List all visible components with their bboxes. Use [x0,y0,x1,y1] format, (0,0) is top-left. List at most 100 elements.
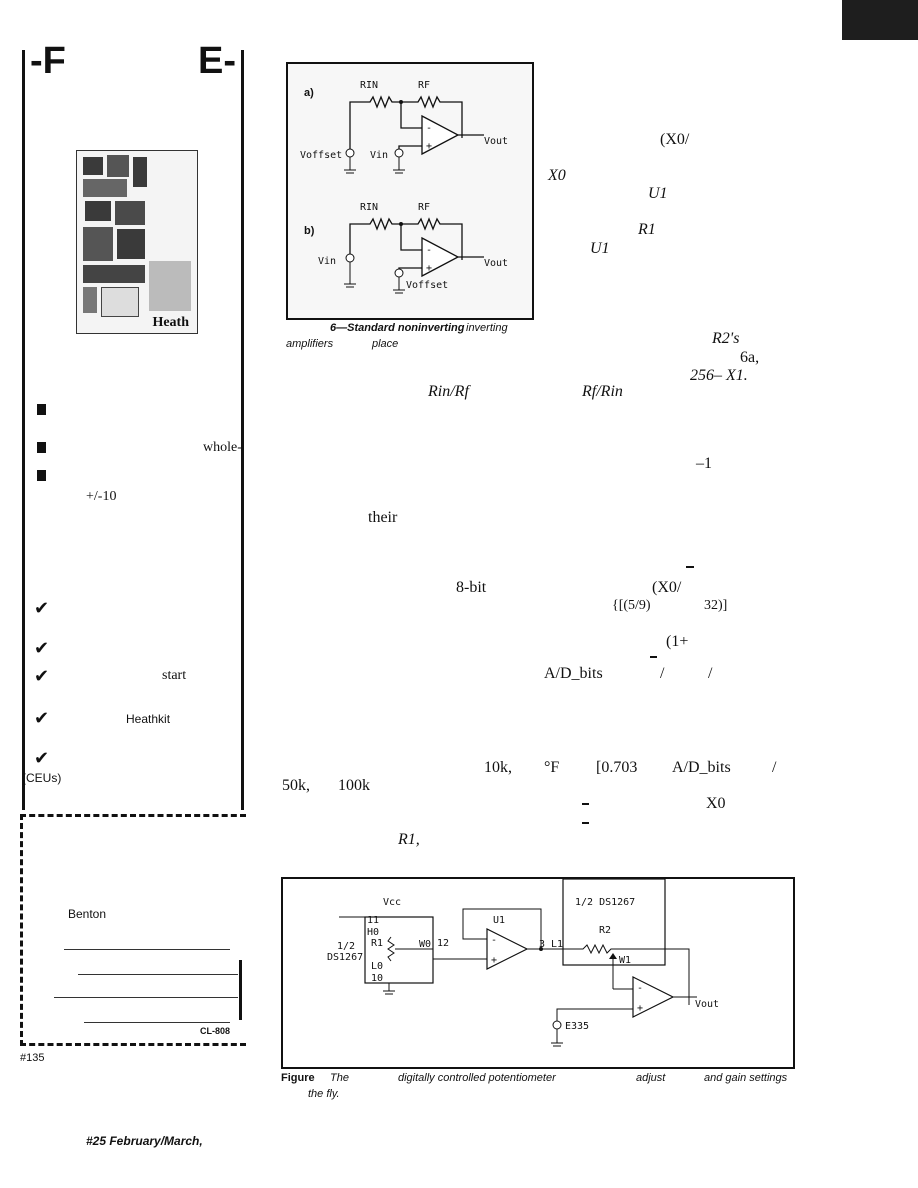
fig6-vin-a: Vin [370,150,388,161]
bullet-icon [37,470,46,481]
text-fragment: A/D_bits [544,665,603,682]
fig7-l1: L1 [551,939,563,950]
fig6-voffset-b: Voffset [406,280,448,291]
ad-border-right [241,50,244,810]
fig7-caption-dcp: digitally controlled potentiometer [398,1072,556,1084]
text-fragment: Rf/Rin [582,383,623,400]
text-fragment: 50k, [282,777,310,794]
text-dash [582,803,589,805]
fig7-caption-fly: the fly. [308,1088,340,1100]
fig7-l0: L0 [371,961,383,972]
text-fragment: X0 [548,167,566,184]
svg-text:+: + [426,263,432,274]
fig7-ic-name: DS1267 [327,952,363,963]
text-fragment: U1 [648,185,668,202]
fig7-caption-adjust: adjust [636,1072,666,1084]
fig6-vout-a: Vout [484,136,508,147]
figure-7: 1/2 DS1267 Vcc 11 H0 R1 1/2 DS1267 W0 12… [281,877,795,1069]
figure-6: a) RIN RF -+ Vout Voffset Vin b) RIN RF … [286,62,534,320]
text-fragment: (X0/ [660,131,690,148]
text-fragment: 8-bit [456,579,487,596]
text-fragment: their [368,509,398,526]
text-fragment: R1 [638,221,656,238]
coupon-field-line[interactable] [54,997,238,998]
fig6-rin-a: RIN [360,80,378,91]
text-dash [686,566,694,568]
coupon-field-line[interactable] [78,974,238,975]
fig7-u1: U1 [493,915,505,926]
corner-mark [842,0,918,40]
ad-text-fragment: (CEUs) [22,771,62,785]
reply-coupon[interactable]: Benton CL-808 [20,814,246,1046]
ad-border-left [22,50,25,810]
text-fragment: {[(5/9) [612,598,651,613]
fig6-rin-b: RIN [360,202,378,213]
text-fragment: [0.703 [596,759,638,776]
ad-text-fragment: start [162,668,187,683]
fig7-caption-fig: Figure [281,1072,315,1084]
coupon-field-line[interactable] [64,949,230,950]
text-fragment: 10k, [484,759,512,776]
fig7-pin12: 12 [437,938,449,949]
ad-title-right: E- [198,40,236,82]
fig6-rf-b: RF [418,202,430,213]
fig7-pin3: 3 [539,939,545,950]
text-fragment: / [772,759,777,776]
catalog-image: Heath [76,150,198,334]
svg-text:-: - [637,983,643,994]
checkmark-icon: ✔ [34,748,50,769]
checkmark-icon: ✔ [34,666,50,687]
text-fragment: R1, [398,831,420,848]
text-fragment: 100k [338,777,370,794]
text-fragment: / [708,665,713,682]
issue-footer: #25 February/March, [86,1134,203,1148]
fig6-vout-b: Vout [484,258,508,269]
fig6-vin-b: Vin [318,256,336,267]
fig7-caption-gain: and gain settings [704,1072,788,1084]
text-dash [650,656,657,658]
svg-text:-: - [426,245,432,256]
coupon-field-line[interactable] [84,1022,230,1023]
svg-text:+: + [426,141,432,152]
fig7-top-ic: 1/2 DS1267 [575,897,635,908]
ad-text-fragment: Heathkit [126,712,171,726]
text-fragment: U1 [590,240,610,257]
ad-text-fragment: +/-10 [86,489,117,504]
fig7-caption-the: The [330,1072,349,1084]
text-fragment: R2's [712,330,740,347]
fig7-w1: W1 [619,955,631,966]
checkmark-icon: ✔ [34,708,50,729]
fig6-caption-4: place [372,338,399,350]
fig6-caption-1: 6—Standard noninverting [330,322,465,334]
text-fragment: Rin/Rf [428,383,469,400]
fig7-w0: W0 [419,939,431,950]
fig7-pin10: 10 [371,973,383,984]
fig6-rf-a: RF [418,80,430,91]
text-fragment: (1+ [666,633,689,650]
catalog-brand: Heath [152,315,189,330]
fig7-vout: Vout [695,999,719,1010]
checkmark-icon: ✔ [34,598,50,619]
fig7-r1: R1 [371,938,383,949]
coupon-code: CL-808 [200,1026,231,1036]
fig6-label-a: a) [304,87,314,99]
fig7-h0: H0 [367,927,379,938]
text-fragment: °F [544,759,560,776]
fig6-label-b: b) [304,225,315,237]
checkmark-icon: ✔ [34,638,50,659]
fig6-caption-3: amplifiers [286,338,334,350]
text-fragment: 6a, [740,349,760,366]
fig7-pin11: 11 [367,915,379,926]
fig7-r2: R2 [599,925,611,936]
reader-service-number: #135 [20,1052,45,1064]
fig7-ic-half: 1/2 [337,941,355,952]
text-fragment: 256– X1. [690,367,748,384]
text-fragment: 32)] [704,598,728,613]
fig6-caption-2: inverting [466,322,508,334]
svg-text:+: + [637,1003,643,1014]
coupon-name: Benton [68,907,107,921]
ad-title-left: -F [30,40,66,82]
text-fragment: –1 [696,455,712,472]
text-fragment: (X0/ [652,579,682,596]
text-fragment: / [660,665,665,682]
